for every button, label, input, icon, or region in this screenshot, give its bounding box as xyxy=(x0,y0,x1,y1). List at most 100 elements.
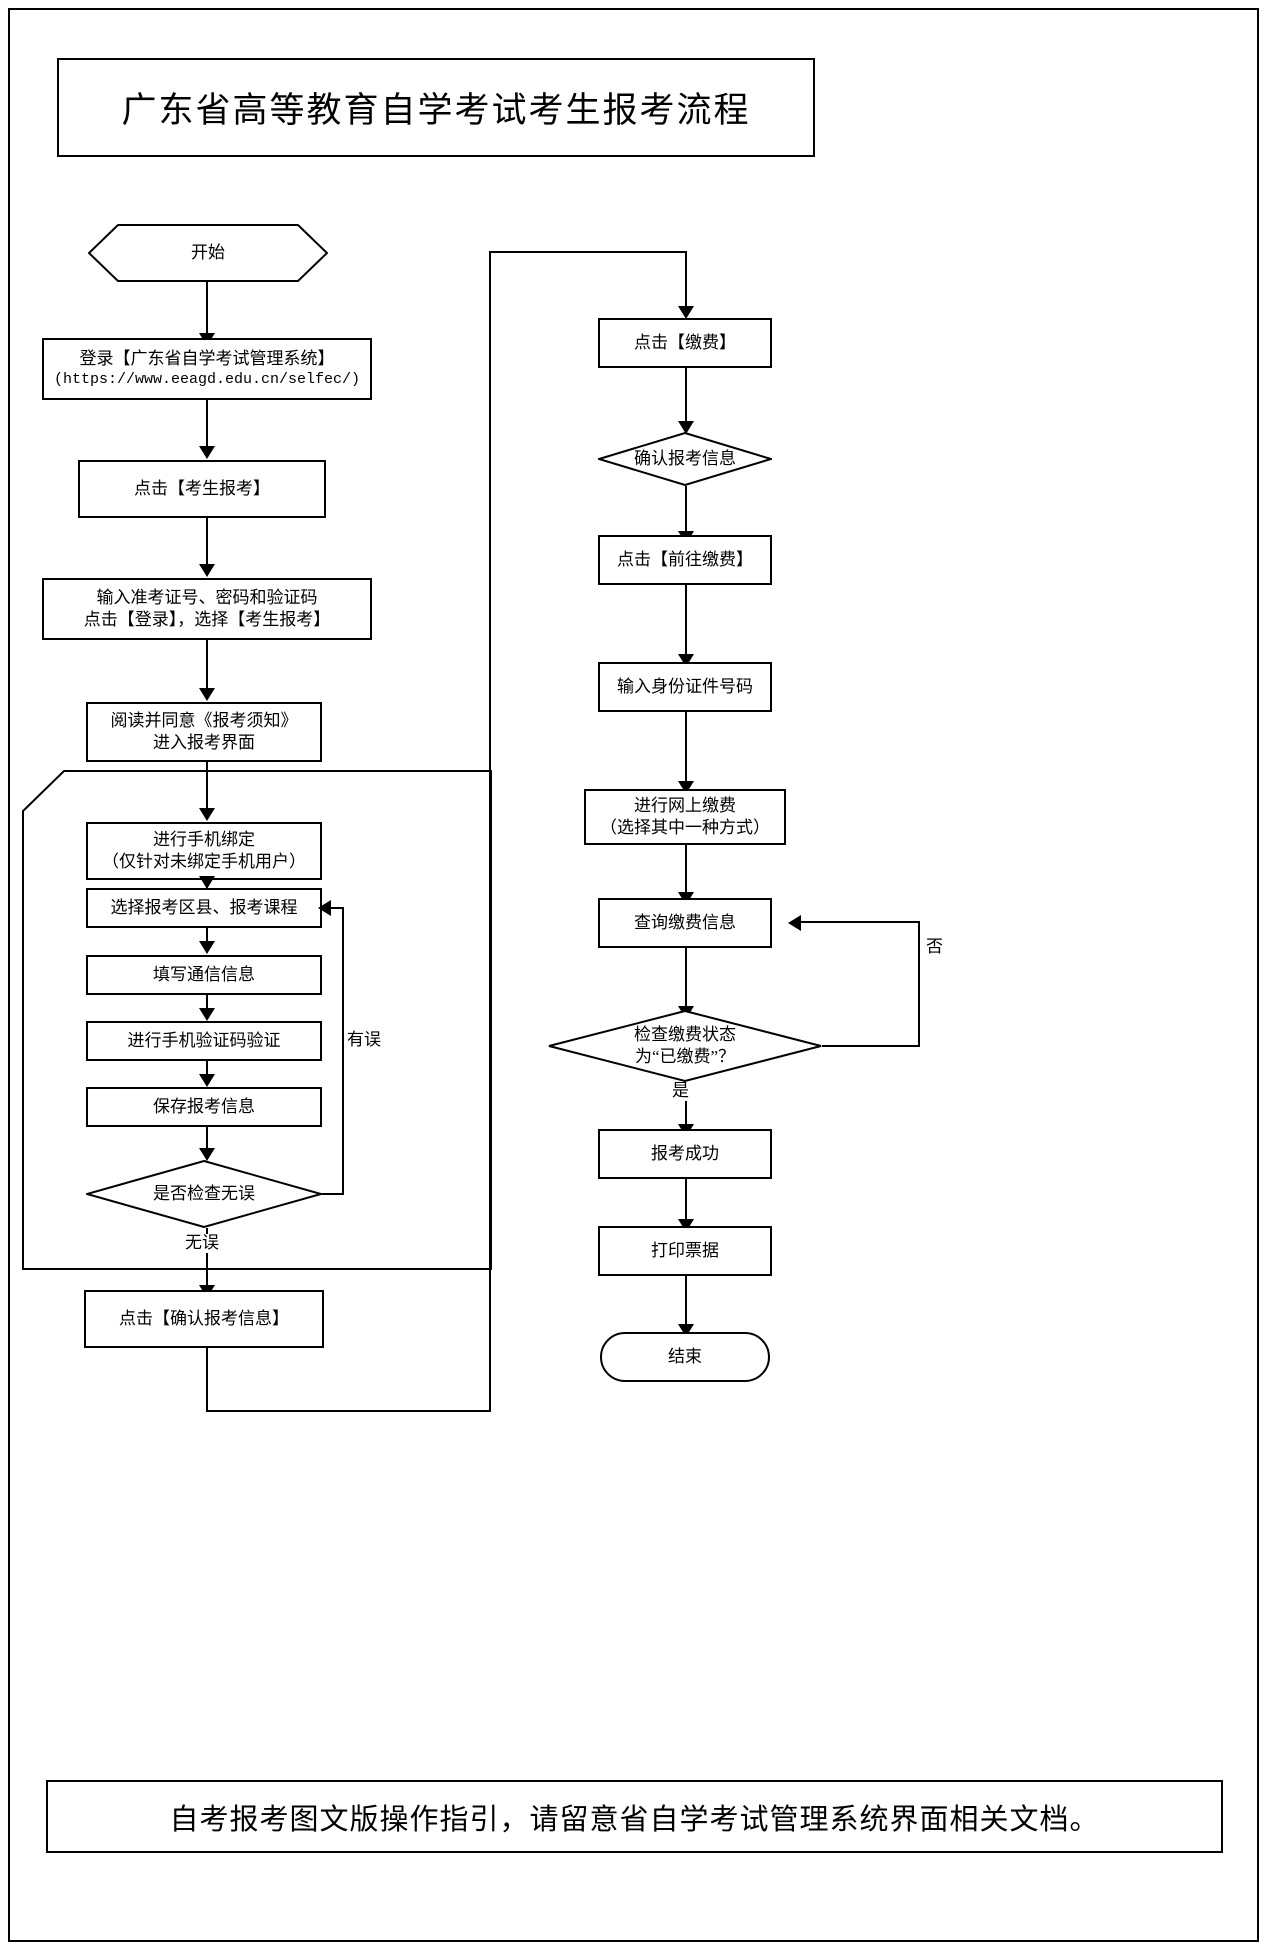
node-pay-status-decision: 检查缴费状态 为“已缴费”？ xyxy=(548,1010,822,1082)
arrowhead-sms-save xyxy=(199,1074,215,1087)
node-click-pay: 点击【缴费】 xyxy=(598,318,772,368)
node-save-info-label: 保存报考信息 xyxy=(153,1096,255,1116)
edge-goto-id xyxy=(685,585,687,657)
diamond-shape-confirm xyxy=(598,432,772,486)
edge-bridge-up xyxy=(489,252,491,1412)
node-click-apply-label: 点击【考生报考】 xyxy=(134,478,270,498)
edge-onlinepay-query xyxy=(685,845,687,895)
edge-success-print xyxy=(685,1179,687,1223)
edge-label-yes: 是 xyxy=(669,1081,692,1101)
arrowhead-login-apply xyxy=(199,446,215,459)
edge-read-bindphone xyxy=(206,762,208,810)
edge-confirm-right xyxy=(206,1410,491,1412)
node-click-pay-label: 点击【缴费】 xyxy=(634,332,736,352)
arrowhead-contact-sms xyxy=(199,1008,215,1021)
node-enter-credentials-line1: 输入准考证号、密码和验证码 xyxy=(96,587,318,607)
node-login-line2: (https://www.eeagd.edu.cn/selfec/) xyxy=(53,371,361,389)
edge-error-top xyxy=(330,907,344,909)
node-enter-credentials: 输入准考证号、密码和验证码 点击【登录】，选择【考生报考】 xyxy=(42,578,372,640)
arrowhead-credentials-read xyxy=(199,688,215,701)
node-end: 结束 xyxy=(600,1332,770,1382)
edge-no-top xyxy=(800,921,920,923)
node-verify-sms: 进行手机验证码验证 xyxy=(86,1021,322,1061)
edge-print-end xyxy=(685,1276,687,1328)
edge-yes-down xyxy=(685,1082,687,1128)
arrowhead-pay-confirm xyxy=(678,421,694,434)
hexagon-shape xyxy=(88,224,328,282)
arrowhead-save-decision xyxy=(199,1148,215,1161)
node-fill-contact: 填写通信信息 xyxy=(86,955,322,995)
node-bind-phone-line1: 进行手机绑定 xyxy=(153,829,255,849)
node-save-info: 保存报考信息 xyxy=(86,1087,322,1127)
title-box: 广东省高等教育自学考试考生报考流程 xyxy=(57,58,815,157)
edge-apply-credentials xyxy=(206,518,208,566)
node-query-pay-label: 查询缴费信息 xyxy=(634,912,736,932)
node-success: 报考成功 xyxy=(598,1129,772,1179)
node-print-receipt: 打印票据 xyxy=(598,1226,772,1276)
subprocess-group-box xyxy=(22,770,492,1270)
arrowhead-apply-credentials xyxy=(199,564,215,577)
arrowhead-bridge-to-pay xyxy=(678,306,694,319)
node-online-pay-line2: （选择其中一种方式） xyxy=(600,818,770,837)
node-enter-id: 输入身份证件号码 xyxy=(598,662,772,712)
node-bind-phone: 进行手机绑定 （仅针对未绑定手机用户） xyxy=(86,822,322,880)
node-end-label: 结束 xyxy=(668,1346,702,1366)
edge-id-onlinepay xyxy=(685,712,687,784)
edge-confirm-goto xyxy=(685,486,687,534)
edge-label-error: 有误 xyxy=(344,1030,384,1050)
edge-pay-confirm xyxy=(685,368,687,424)
arrowhead-error-loop xyxy=(318,900,331,916)
node-confirm-click-label: 点击【确认报考信息】 xyxy=(119,1308,289,1328)
edge-label-ok: 无误 xyxy=(182,1233,222,1253)
edge-bridge-top xyxy=(489,251,687,253)
arrowhead-no-loop xyxy=(788,915,801,931)
node-read-agree-line2: 进入报考界面 xyxy=(153,733,255,752)
edge-error-vert xyxy=(342,908,344,1195)
node-fill-contact-label: 填写通信信息 xyxy=(153,964,255,984)
node-read-agree-line1: 阅读并同意《报考须知》 xyxy=(110,710,298,730)
node-bind-phone-line2: （仅针对未绑定手机用户） xyxy=(102,852,306,871)
node-pay-status-line2: 为“已缴费”？ xyxy=(634,1047,736,1066)
arrowhead-district-contact xyxy=(199,941,215,954)
page-border xyxy=(8,8,1259,1942)
node-enter-credentials-line2: 点击【登录】，选择【考生报考】 xyxy=(83,610,331,629)
node-confirm-click: 点击【确认报考信息】 xyxy=(84,1290,324,1348)
node-confirm-info-label: 确认报考信息 xyxy=(634,448,736,468)
node-pay-status-line1: 检查缴费状态 xyxy=(634,1024,736,1044)
node-start: 开始 xyxy=(88,224,328,282)
edge-ok-down xyxy=(206,1228,208,1288)
node-print-receipt-label: 打印票据 xyxy=(651,1240,719,1260)
node-online-pay-line1: 进行网上缴费 xyxy=(634,795,736,815)
node-login-line1: 登录【广东省自学考试管理系统】 xyxy=(79,348,335,368)
footer-note: 自考报考图文版操作指引，请留意省自学考试管理系统界面相关文档。 xyxy=(169,1803,1100,1836)
node-goto-pay: 点击【前往缴费】 xyxy=(598,535,772,585)
diamond-shape xyxy=(86,1160,322,1228)
arrowhead-read-bindphone xyxy=(199,808,215,821)
edge-bridge-to-pay xyxy=(685,251,687,311)
edge-contact-sms xyxy=(206,995,208,1011)
node-query-pay: 查询缴费信息 xyxy=(598,898,772,948)
edge-district-contact xyxy=(206,928,208,944)
edge-error-right xyxy=(322,1193,344,1195)
node-success-label: 报考成功 xyxy=(651,1143,719,1163)
diamond-shape-paystatus xyxy=(548,1010,822,1082)
node-click-apply: 点击【考生报考】 xyxy=(78,460,326,518)
node-check-decision-label: 是否检查无误 xyxy=(153,1183,255,1203)
edge-query-status xyxy=(685,948,687,1010)
edge-credentials-read xyxy=(206,640,208,690)
node-enter-id-label: 输入身份证件号码 xyxy=(617,676,753,696)
node-confirm-info: 确认报考信息 xyxy=(598,432,772,486)
footer-note-box: 自考报考图文版操作指引，请留意省自学考试管理系统界面相关文档。 xyxy=(46,1780,1223,1853)
edge-confirm-down xyxy=(206,1348,208,1412)
edge-no-vert xyxy=(918,922,920,1046)
edge-label-no: 否 xyxy=(923,937,946,957)
arrowhead-bindphone-district xyxy=(199,876,215,889)
node-verify-sms-label: 进行手机验证码验证 xyxy=(127,1030,281,1050)
node-read-agree: 阅读并同意《报考须知》 进入报考界面 xyxy=(86,702,322,762)
node-goto-pay-label: 点击【前往缴费】 xyxy=(617,549,753,569)
node-pay-status-text: 检查缴费状态 为“已缴费”？ xyxy=(634,1024,736,1068)
node-login: 登录【广东省自学考试管理系统】 (https://www.eeagd.edu.c… xyxy=(42,338,372,400)
edge-login-apply xyxy=(206,400,208,448)
node-start-label: 开始 xyxy=(191,242,225,262)
